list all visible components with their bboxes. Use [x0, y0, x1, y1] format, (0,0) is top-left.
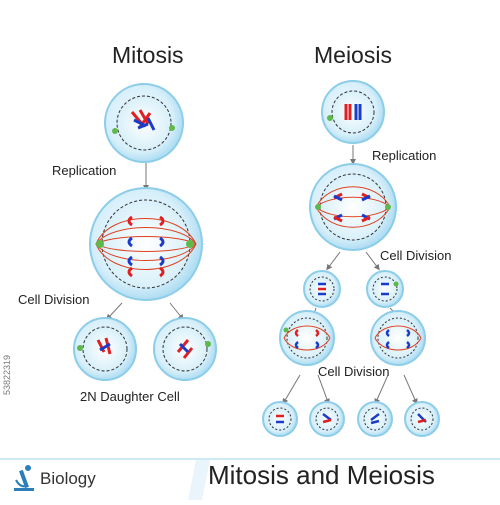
mitosis-step-cell-division: Cell Division	[18, 292, 90, 307]
microscope-icon	[14, 465, 34, 491]
footer-heading: Mitosis and Meiosis	[208, 460, 435, 490]
mitosis-arrow-right	[169, 302, 184, 321]
footer-band	[0, 452, 500, 500]
meiosis-dividing-cell-right	[370, 310, 426, 366]
meiosis-step-cell-division-2: Cell Division	[318, 364, 390, 379]
mitosis-daughter-cell-right	[153, 317, 217, 381]
meiosis-step-replication: Replication	[372, 148, 437, 163]
meiosis-step-cell-division-1: Cell Division	[380, 248, 452, 263]
mitosis-title: Mitosis	[112, 42, 184, 68]
meiosis-haploid-cell-right	[366, 270, 404, 308]
mitosis-replicated-cell	[89, 187, 203, 301]
meiosis-arrow-2a	[326, 251, 341, 271]
meiosis-gamete-4	[404, 401, 440, 437]
mitosis-step-replication: Replication	[52, 163, 117, 178]
meiosis-haploid-cell-left	[303, 270, 341, 308]
meiosis-title: Meiosis	[314, 42, 392, 68]
meiosis-replicated-cell	[309, 163, 397, 251]
meiosis-gamete-2	[309, 401, 345, 437]
footer-category: Biology	[40, 469, 96, 488]
meiosis-gamete-3	[357, 401, 393, 437]
stock-id: 53822319	[2, 354, 12, 395]
mitosis-arrow-left	[105, 302, 123, 321]
meiosis-gamete-1	[262, 401, 298, 437]
mitosis-daughter-cell-left	[73, 317, 137, 381]
mitosis-parent-cell	[104, 83, 184, 163]
meiosis-arrow-2b	[365, 251, 380, 271]
meiosis-arrows-final	[282, 374, 418, 405]
meiosis-dividing-cell-left	[279, 310, 335, 366]
mitosis-result-label: 2N Daughter Cell	[80, 389, 180, 404]
meiosis-parent-cell	[321, 80, 385, 144]
